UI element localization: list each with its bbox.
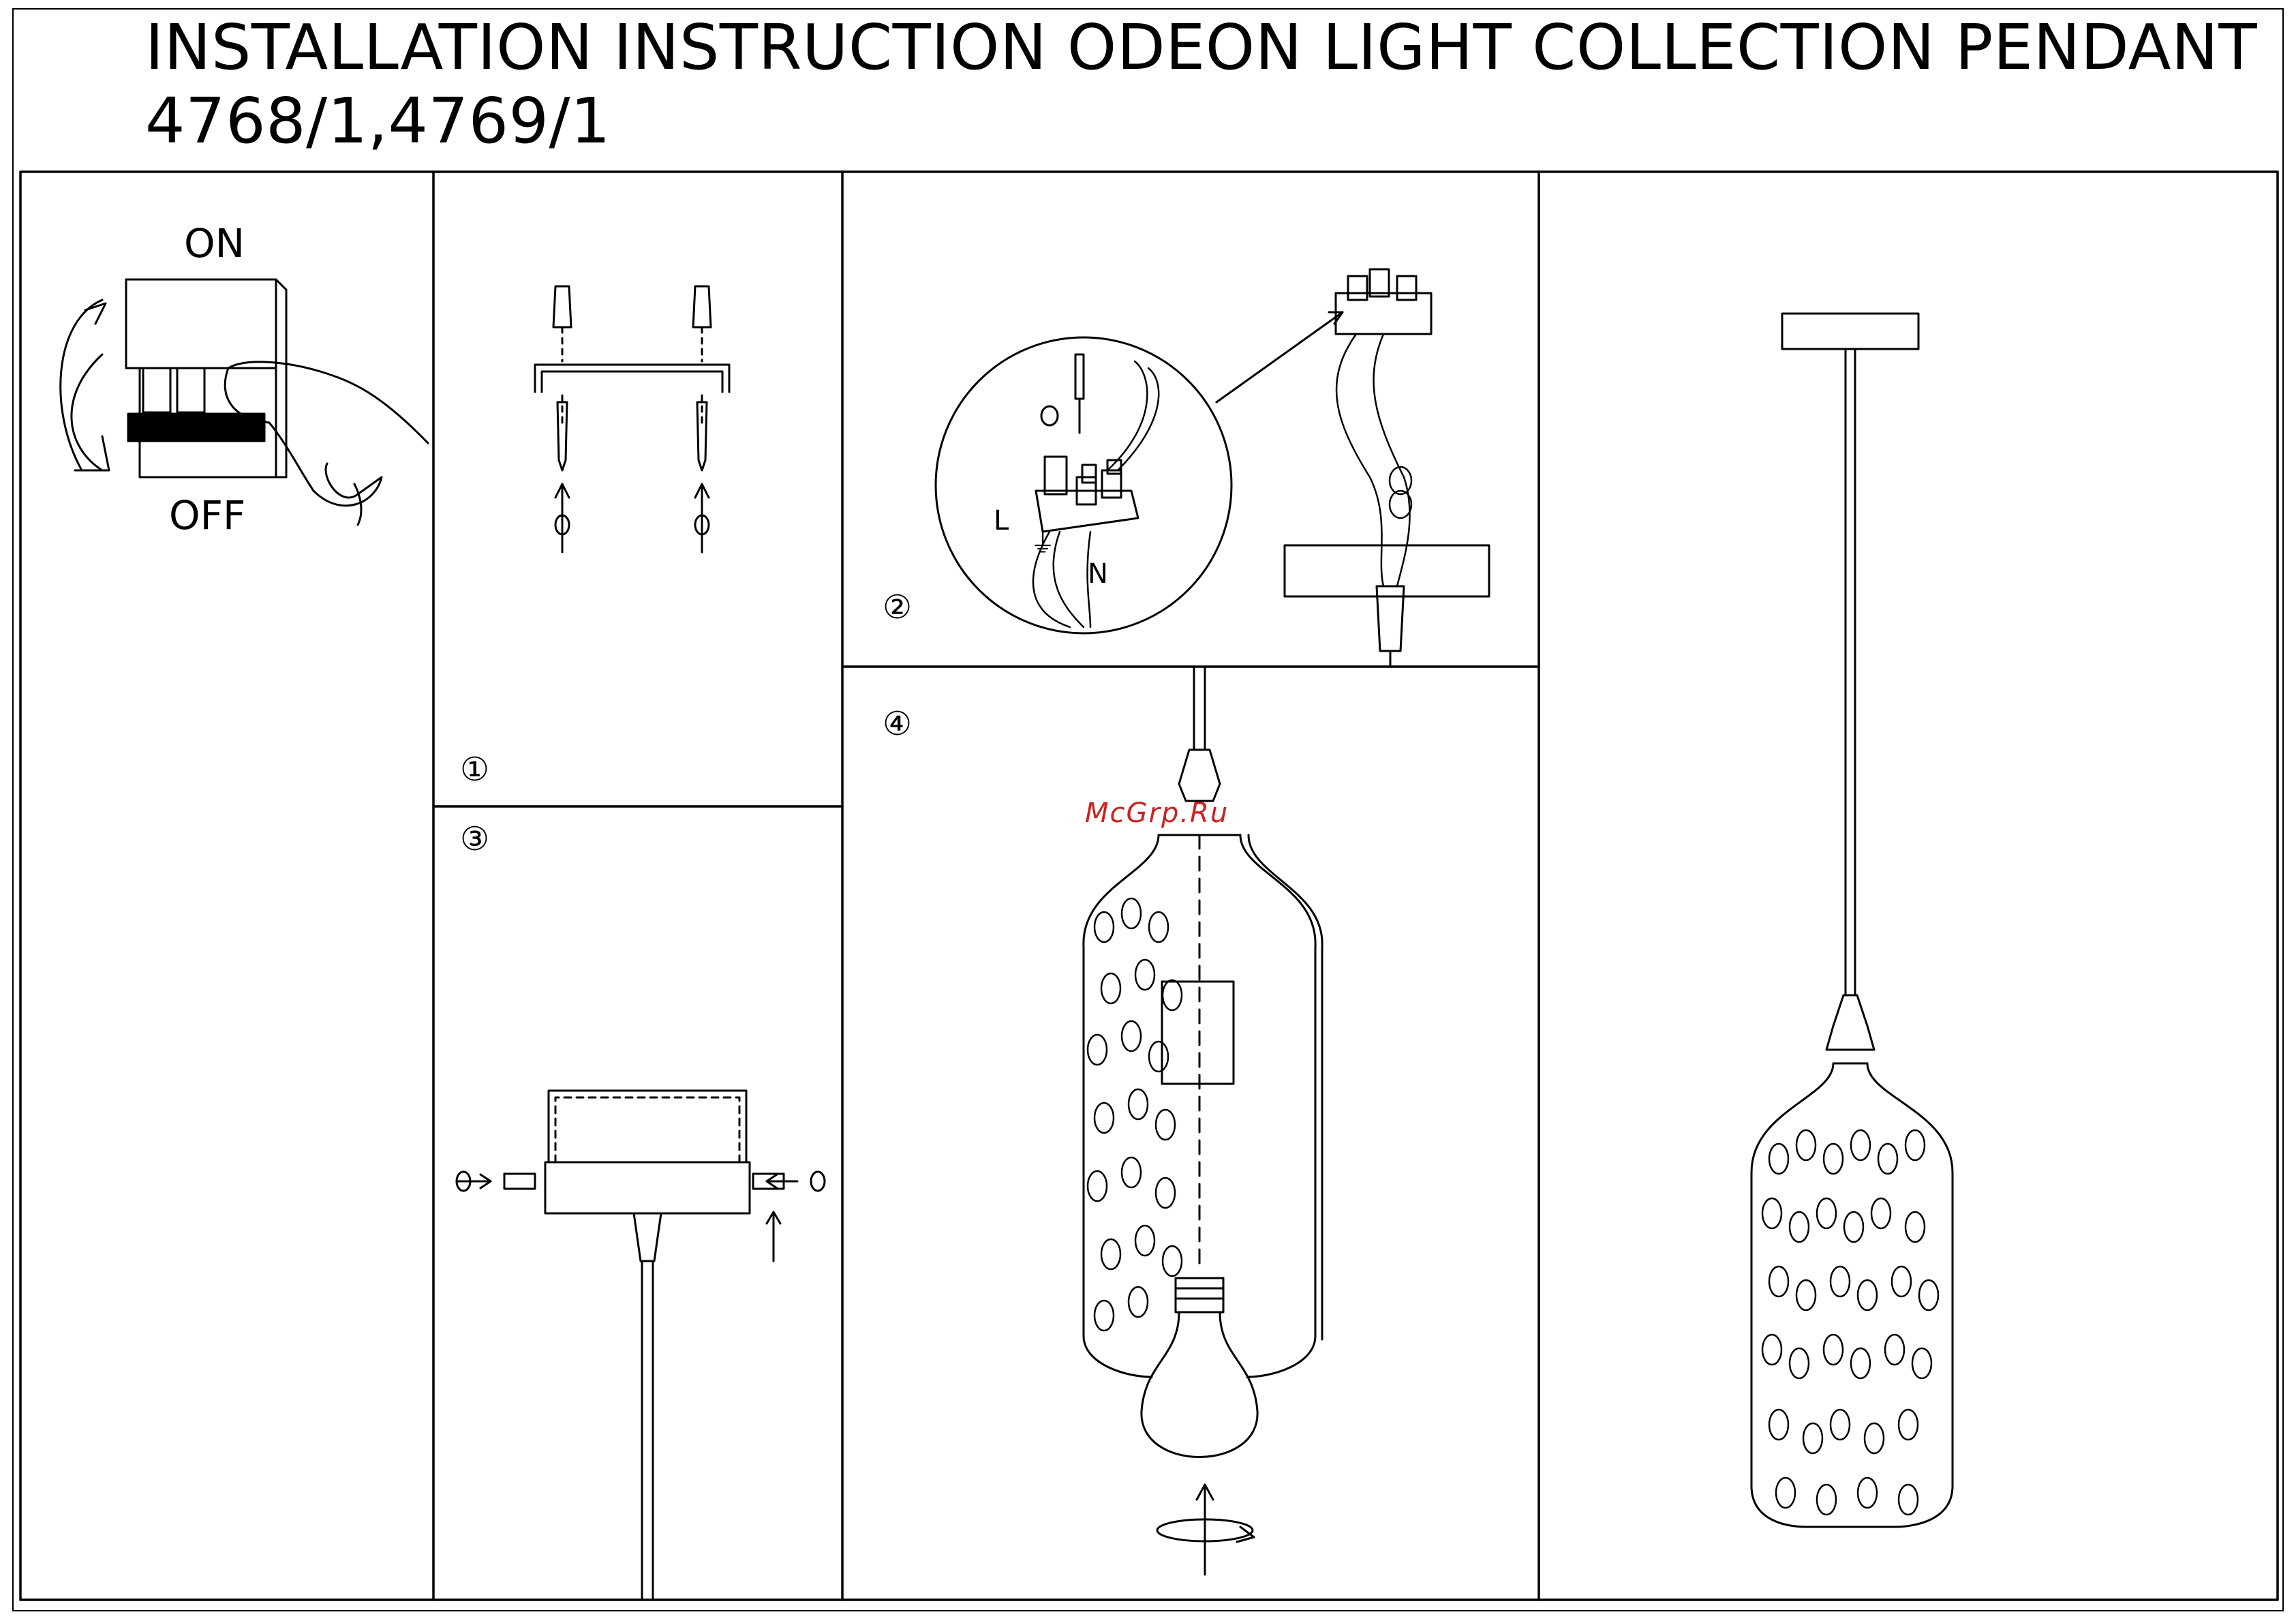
- watermark: McGrp.Ru: [1085, 798, 1229, 829]
- screwdriver-icon: [1041, 354, 1084, 433]
- light-bulb-icon: [1142, 1278, 1257, 1457]
- socket-icon: [1162, 982, 1234, 1084]
- step-3-marker: ③: [460, 823, 489, 855]
- hand-icon: [225, 362, 428, 525]
- terminal-block-icon: [1036, 269, 1431, 532]
- pendant-cord-icon: [1179, 667, 1220, 801]
- step-2-marker: ②: [883, 591, 912, 624]
- canopy-icon: [545, 1091, 750, 1600]
- switch-off-label: OFF: [169, 496, 245, 535]
- side-screws-icon: [457, 1172, 825, 1261]
- wire-neutral-label: N: [1088, 558, 1108, 590]
- wall-switch-icon: [61, 279, 286, 477]
- step-1-marker: ①: [460, 753, 489, 786]
- wire-earth-label: ⏚: [1030, 528, 1055, 561]
- screws-icon: [555, 402, 709, 552]
- finished-shade-texture-icon: [1762, 1130, 1938, 1515]
- wall-plugs-icon: [553, 286, 711, 423]
- glass-shade-icon: [1084, 835, 1322, 1377]
- rotate-arrow-icon: [75, 303, 109, 470]
- wire-live-label: L: [994, 504, 1009, 537]
- mounting-bracket-icon: [535, 365, 729, 392]
- twist-arrow-icon: [1157, 1485, 1254, 1575]
- ceiling-box-icon: [1285, 545, 1489, 667]
- wiring-detail-circle: [936, 312, 1343, 633]
- step-4-marker: ④: [883, 708, 912, 740]
- switch-on-label: ON: [184, 224, 245, 263]
- shade-texture-icon: [1088, 898, 1182, 1331]
